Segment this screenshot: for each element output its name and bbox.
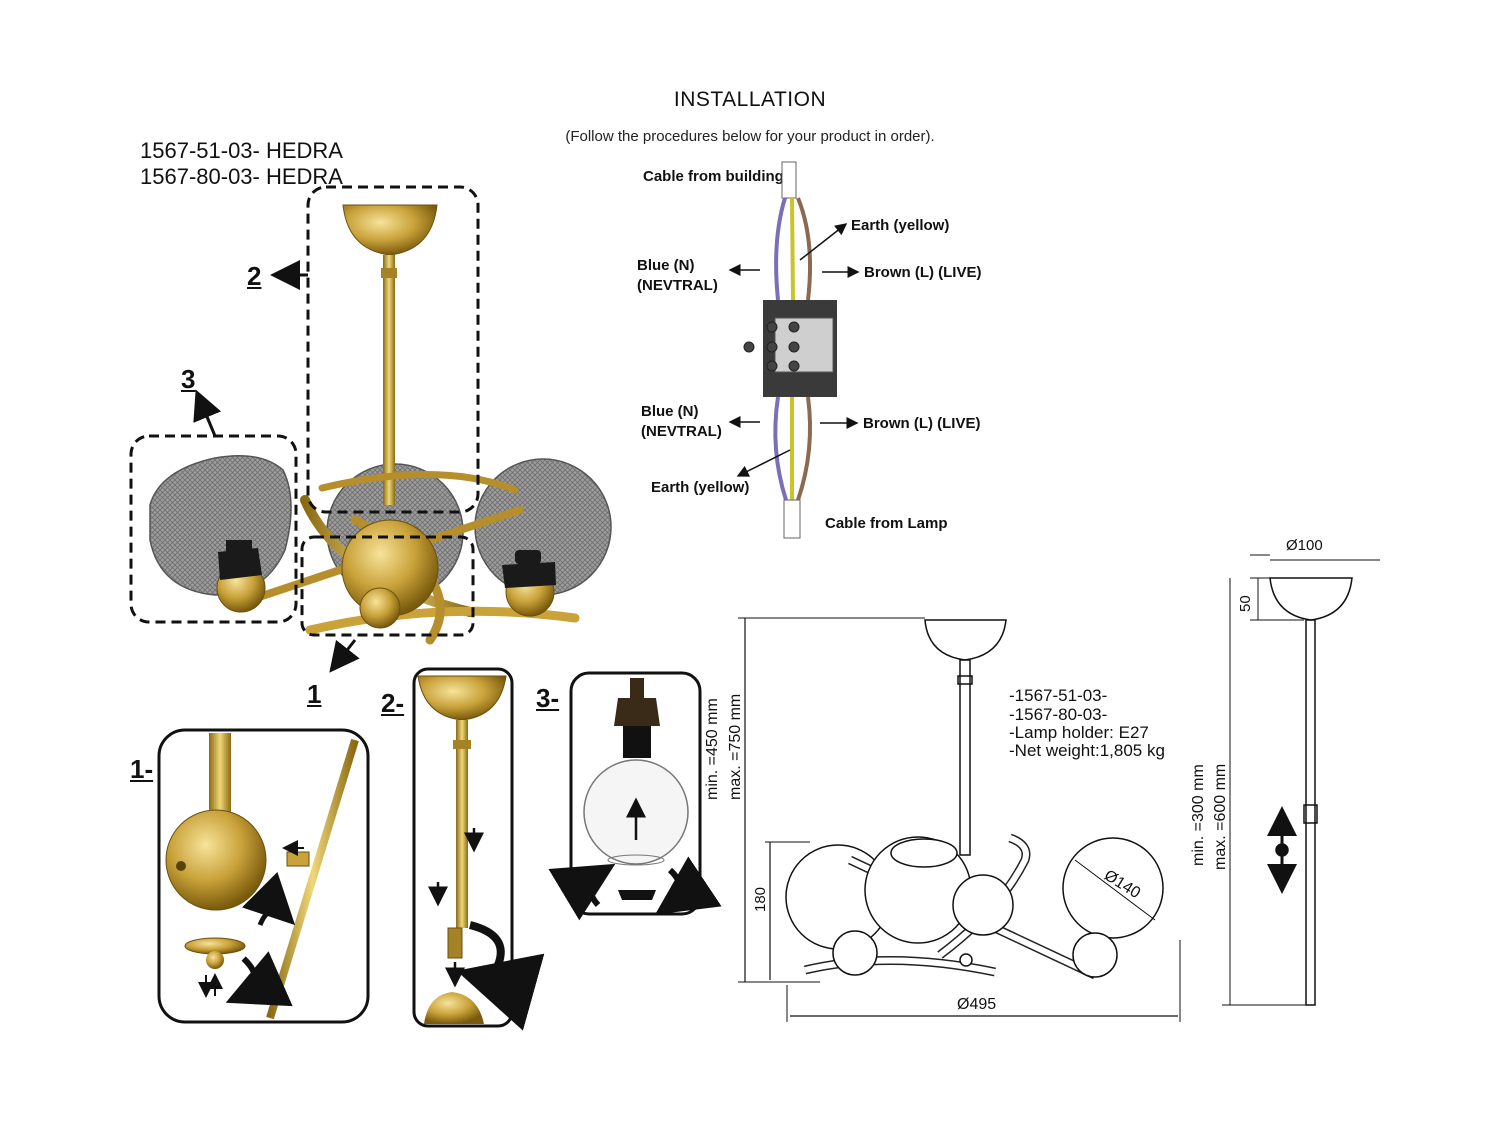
panel-label-3: 3- [536, 683, 560, 713]
panel-label-2: 2- [381, 688, 405, 718]
label-blue-bottom-1: Blue (N) [641, 403, 699, 420]
label-cable-from-building: Cable from building [643, 168, 784, 185]
spec-line-4: -Net weight:1,805 kg [1009, 741, 1165, 760]
step-panel-2 [412, 667, 545, 1031]
callout-arrows [193, 260, 360, 673]
label-blue-top-2: (NEVTRAL) [637, 277, 718, 294]
callout-step-1: 1 [307, 679, 322, 709]
dim-canopy-diameter: Ø100 [1286, 537, 1323, 554]
dim-diameter-total: Ø495 [957, 996, 997, 1013]
label-cable-from-lamp: Cable from Lamp [825, 515, 948, 532]
wiring-diagram [728, 161, 860, 539]
callout-step-2: 2 [247, 261, 262, 291]
label-brown-top: Brown (L) (LIVE) [864, 264, 982, 281]
callout-step-3: 3 [181, 364, 196, 394]
page-title: INSTALLATION [673, 88, 827, 111]
label-blue-bottom-2: (NEVTRAL) [641, 423, 722, 440]
dimension-drawing-front [738, 617, 1181, 1022]
dim-globe-height: 180 [752, 886, 769, 912]
spec-line-1: -1567-51-03- [1009, 686, 1108, 705]
dimension-drawing-side [1222, 554, 1380, 1006]
spec-line-2: -1567-80-03- [1009, 705, 1108, 724]
dim-rod-max: max. =600 mm [1212, 763, 1229, 870]
label-earth-bottom: Earth (yellow) [651, 479, 750, 496]
model-number-1: 1567-51-03- HEDRA [140, 138, 343, 163]
dim-canopy-height: 50 [1237, 595, 1254, 612]
dim-height-min: min. =450 mm [704, 698, 721, 800]
step-panel-1 [157, 728, 370, 1024]
product-illustration [149, 204, 612, 645]
model-number-2: 1567-80-03- HEDRA [140, 164, 343, 189]
label-brown-bottom: Brown (L) (LIVE) [863, 415, 981, 432]
spec-line-3: -Lamp holder: E27 [1009, 723, 1149, 742]
label-blue-top-1: Blue (N) [637, 257, 695, 274]
label-earth-top: Earth (yellow) [851, 217, 950, 234]
dim-height-max: max. =750 mm [727, 693, 744, 800]
dim-rod-min: min. =300 mm [1190, 764, 1207, 866]
panel-label-1: 1- [130, 754, 154, 784]
step-panel-3 [548, 671, 722, 921]
page-subtitle: (Follow the procedures below for your pr… [565, 128, 935, 145]
